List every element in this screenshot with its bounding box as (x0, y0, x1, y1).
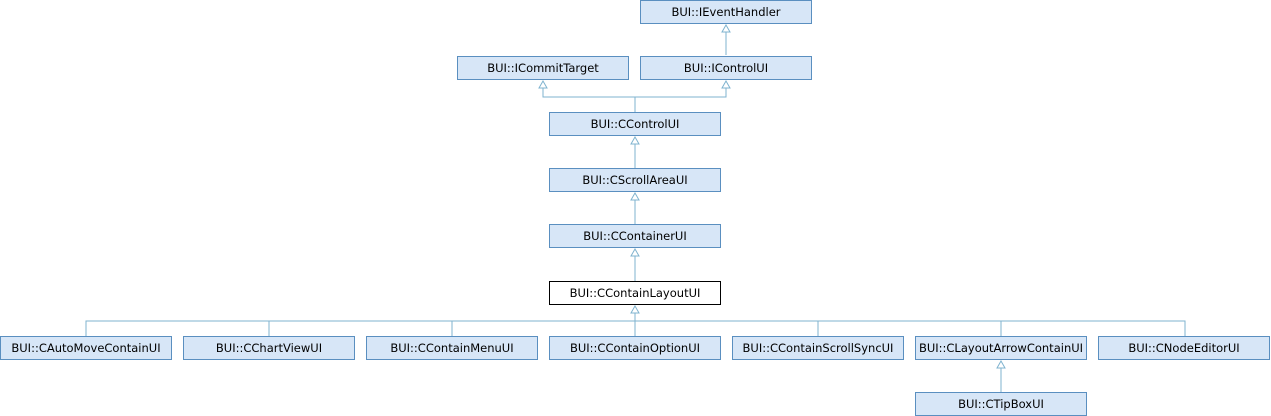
node-ccontainscrollsyncui[interactable]: BUI::CContainScrollSyncUI (732, 336, 904, 360)
node-clayoutarrowcontainui[interactable]: BUI::CLayoutArrowContainUI (915, 336, 1087, 360)
node-cchartviewui[interactable]: BUI::CChartViewUI (183, 336, 355, 360)
edge-ccontrolui-to-icommittarget (538, 79, 636, 112)
node-ccontainoptionui[interactable]: BUI::CContainOptionUI (549, 336, 721, 360)
node-cnodeeditorui[interactable]: BUI::CNodeEditorUI (1098, 336, 1270, 360)
node-ccontainmenuui[interactable]: BUI::CContainMenuUI (366, 336, 538, 360)
node-ieventhandler[interactable]: BUI::IEventHandler (640, 0, 812, 24)
node-icontrolui[interactable]: BUI::IControlUI (640, 56, 812, 80)
edge-ccontrolui-to-icontrolui (635, 79, 731, 98)
node-ccontainlayoutui: BUI::CContainLayoutUI (549, 281, 721, 305)
node-cscrollareaui[interactable]: BUI::CScrollAreaUI (549, 168, 721, 192)
node-icommittarget[interactable]: BUI::ICommitTarget (457, 56, 629, 80)
node-ctipboxui[interactable]: BUI::CTipBoxUI (915, 392, 1087, 416)
node-cautomovecontainui[interactable]: BUI::CAutoMoveContainUI (0, 336, 172, 360)
node-ccontainerui[interactable]: BUI::CContainerUI (549, 224, 721, 248)
node-ccontrolui[interactable]: BUI::CControlUI (549, 112, 721, 136)
